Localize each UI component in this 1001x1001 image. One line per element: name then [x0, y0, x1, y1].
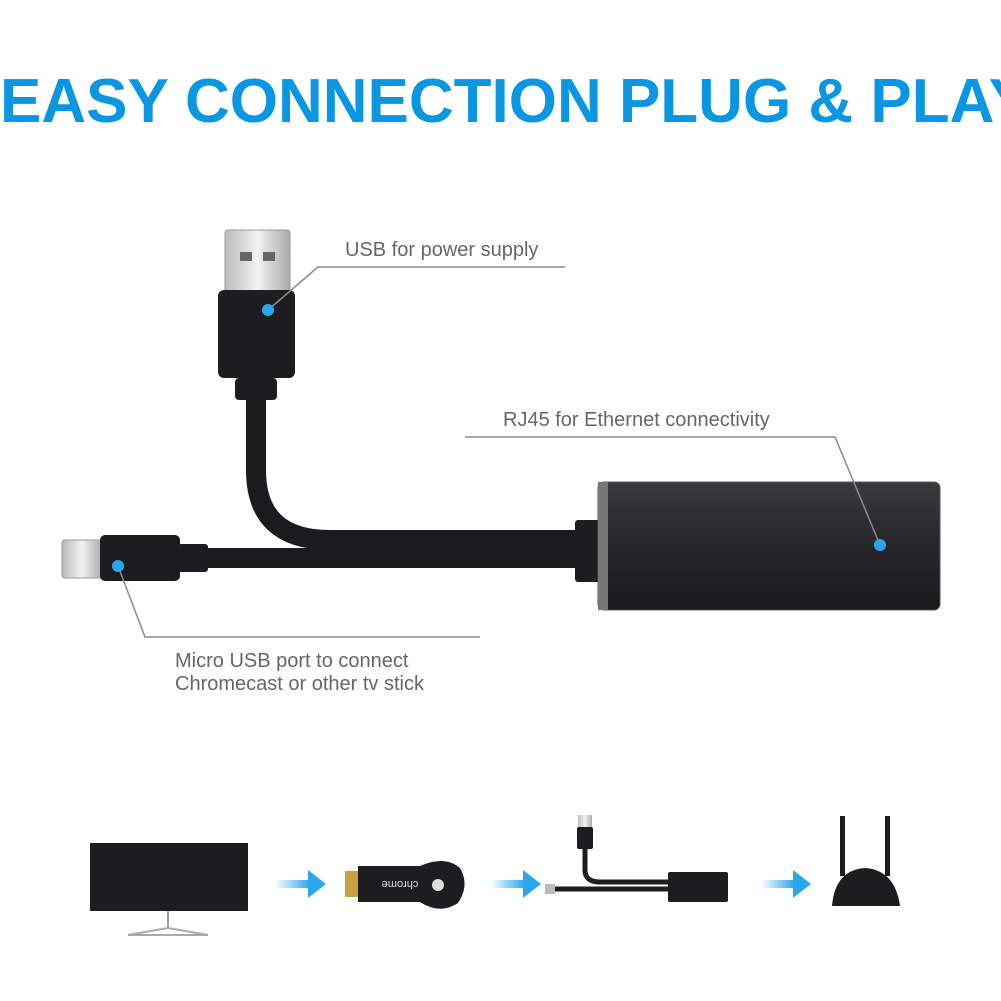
chromecast-icon: chrome [345, 860, 465, 909]
micro-usb-label-line1: Micro USB port to connect [175, 650, 409, 672]
page-title: EASY CONNECTION PLUG & PLAY [0, 67, 1001, 136]
usb-a-connector [218, 229, 295, 400]
rj45-label: RJ45 for Ethernet connectivity [503, 409, 770, 431]
rj45-dot [874, 539, 886, 551]
arrow-icon [490, 870, 541, 898]
micro-usb-dot [112, 560, 124, 572]
callout-lines [117, 266, 881, 638]
router-icon [832, 816, 900, 906]
micro-usb-connector [61, 535, 208, 581]
usb-dot [262, 304, 274, 316]
usb-cable [246, 395, 580, 550]
arrow-icon [760, 870, 811, 898]
tv-icon [90, 843, 248, 936]
micro-usb-label-line2: Chromecast or other tv stick [175, 673, 424, 695]
rj45-adapter [575, 481, 941, 611]
usb-power-label: USB for power supply [345, 239, 539, 261]
adapter-icon [545, 815, 728, 902]
chromecast-label: chrome [382, 878, 419, 890]
callout-dots [112, 304, 886, 572]
arrow-icon [275, 870, 326, 898]
